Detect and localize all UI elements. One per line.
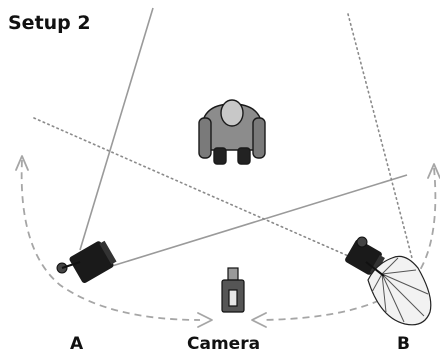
light-b-stand-knob [356,236,368,248]
light-b-label: B [397,334,410,354]
umbrella-ribs [371,257,429,323]
arrowhead-right-bottom [251,312,267,328]
arrowhead-left-bottom [197,312,213,328]
beam-a-lower [111,174,408,267]
camera-lens [227,267,239,281]
subject-foot-left [213,147,227,165]
arrowhead-right-top [427,163,440,179]
arc-left [20,159,201,321]
subject-head [220,99,244,127]
subject-foot-right [237,147,251,165]
beam-lines [79,7,408,267]
arc-arrowheads [15,155,440,328]
arrowhead-left-top [15,155,29,171]
light-a-barn-door [99,240,117,265]
light-a-icon [56,240,117,284]
subject-arm-right [252,117,266,159]
umbrella-shaft [365,261,385,277]
dotted-beams [33,13,413,263]
camera-icon [221,267,245,313]
light-a-stand-leg [61,261,81,269]
beam-a-upper [79,7,154,251]
camera-label: Camera [187,334,261,354]
umbrella-icon [365,255,432,326]
light-a-label: A [70,334,84,354]
subject-arm-left [198,117,212,159]
dotted-beam-horizontal [33,117,363,263]
diagram-title: Setup 2 [8,12,91,34]
light-a-body [69,241,114,284]
subject-person-icon [198,99,266,165]
camera-viewfinder [228,289,238,307]
dotted-beam-vertical [347,13,413,259]
light-b-barn-door [369,254,385,276]
